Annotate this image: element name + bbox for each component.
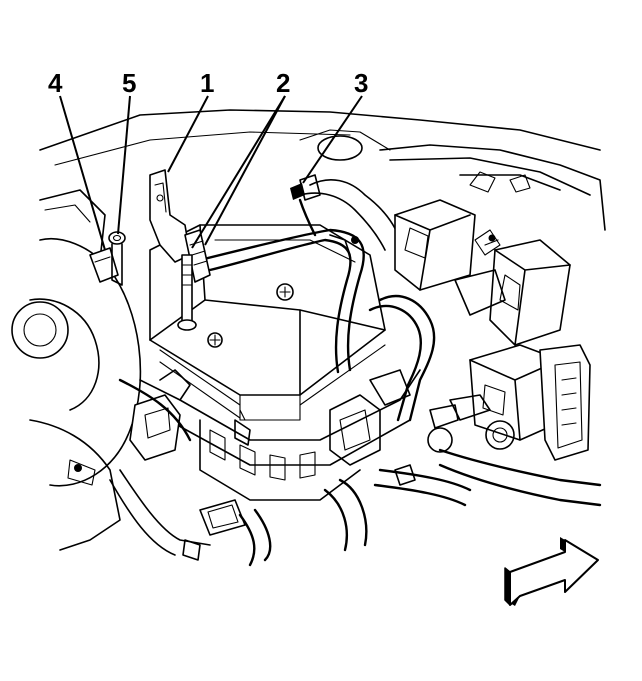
callout-5: 5 [122,68,136,98]
forward-direction-arrow-icon [504,537,599,606]
valve-cluster [427,344,591,461]
callout-2: 2 [276,68,290,98]
engine-block [139,369,421,501]
leader-2a [191,95,286,249]
hoses [118,378,602,567]
leader-1 [167,95,209,173]
leader-3 [302,95,363,184]
leader-4 [59,95,106,251]
left-connectors [109,369,251,561]
callout-4: 4 [48,68,63,98]
leader-5 [117,95,131,235]
control-modules [394,199,571,346]
body-panels [39,109,606,231]
callout-1: 1 [200,68,214,98]
callout-labels: 4 5 1 2 3 [48,68,368,98]
bracket-assembly [74,169,496,472]
callout-3: 3 [354,68,368,98]
callout-leaders [59,95,363,251]
leader-2b [204,95,286,246]
